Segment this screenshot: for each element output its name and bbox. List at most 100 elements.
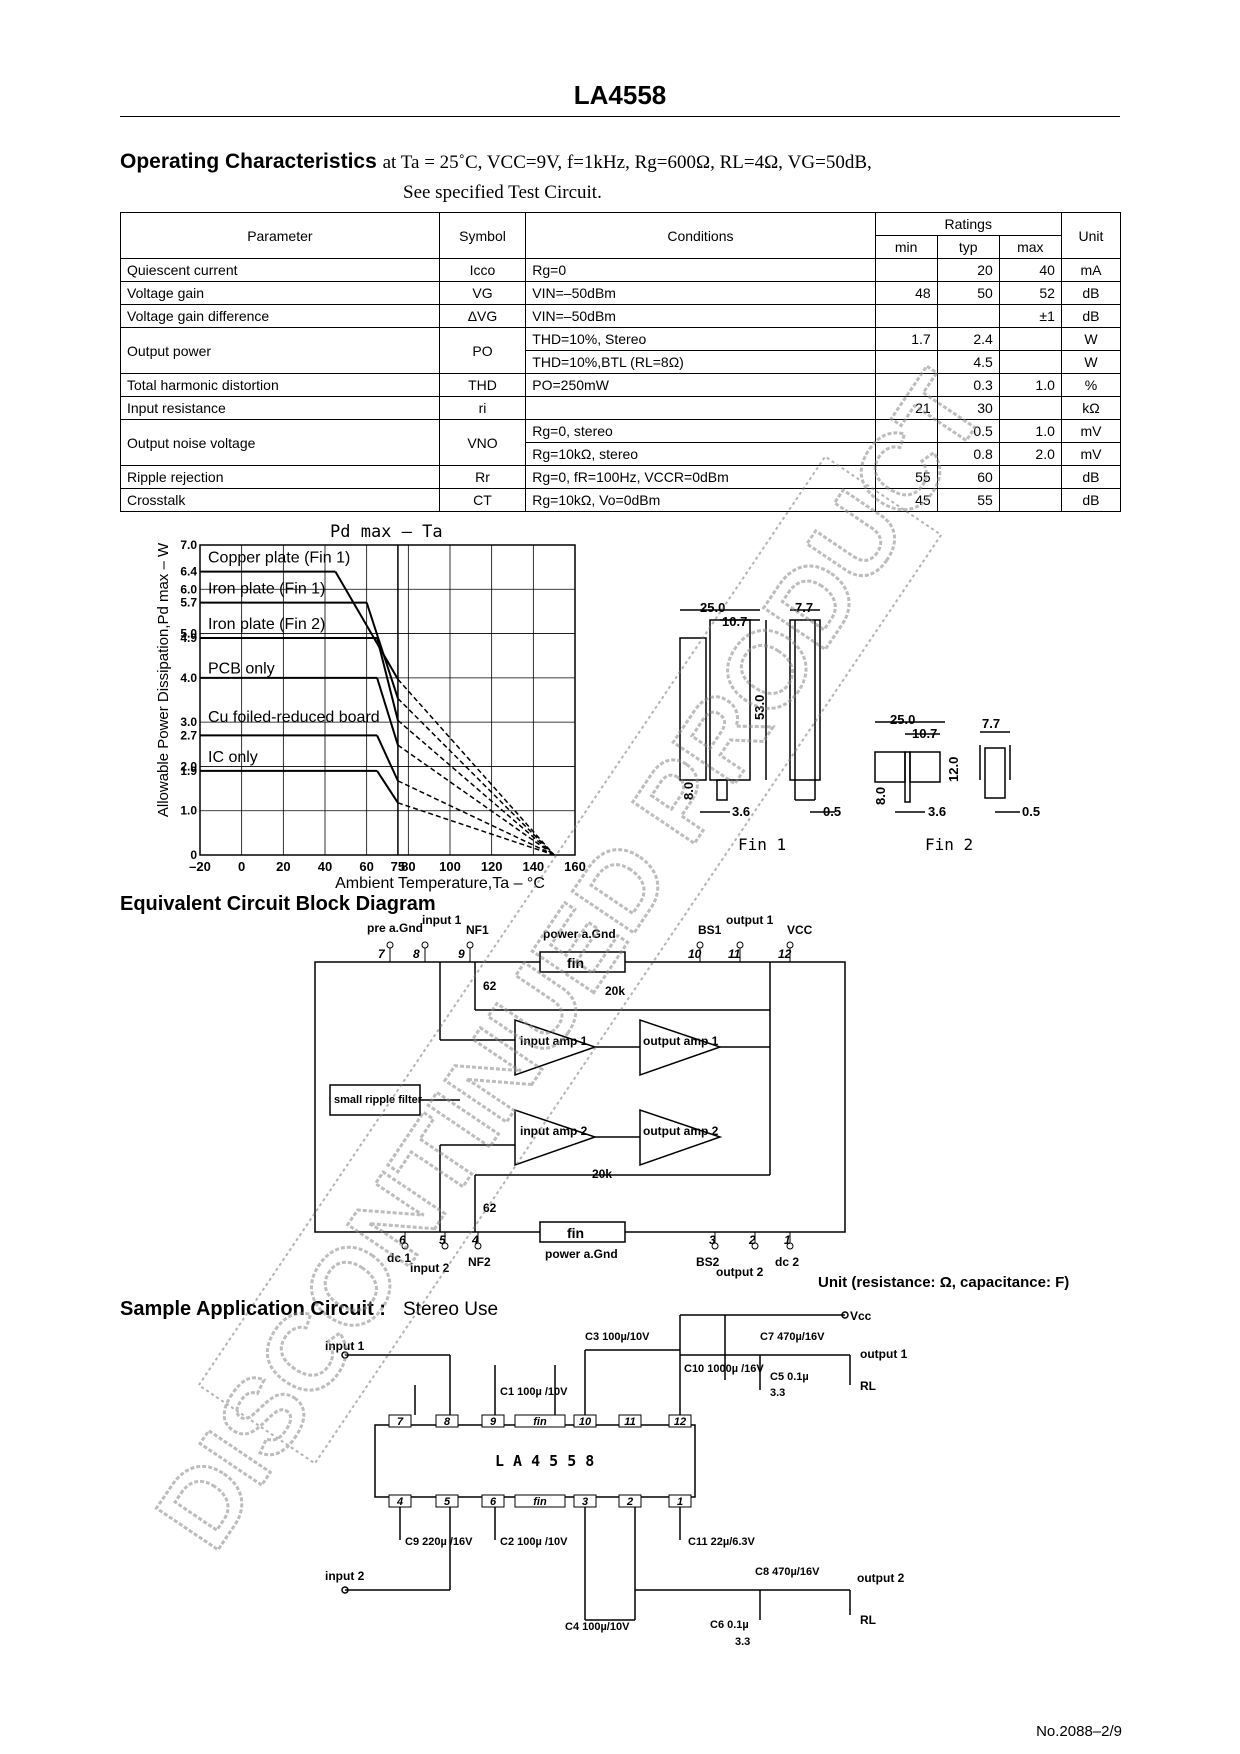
cell-cond: THD=10%,BTL (RL=8Ω) bbox=[525, 350, 876, 374]
operating-see-note: See specified Test Circuit. bbox=[403, 182, 602, 203]
fin1-label: Fin 1 bbox=[738, 835, 786, 854]
ic-pin bbox=[668, 1414, 692, 1428]
fin1-d3: 7.7 bbox=[795, 600, 813, 615]
fin1-d5: 8.0 bbox=[681, 782, 696, 800]
app-r33b: 3.3 bbox=[735, 1636, 750, 1648]
app-rl1: RL bbox=[860, 1379, 876, 1393]
app-subheading: Stereo Use bbox=[403, 1299, 498, 1320]
cell-symbol: Rr bbox=[438, 465, 527, 489]
block-bs1: BS1 bbox=[698, 923, 722, 937]
th-ratings: Ratings bbox=[874, 212, 1062, 236]
operating-table: Parameter Symbol Conditions Ratings Unit… bbox=[120, 212, 1122, 512]
y-tick-label: 1.0 bbox=[180, 804, 197, 818]
cell-param: Ripple rejection bbox=[120, 465, 440, 489]
curve-label: Iron plate (Fin 2) bbox=[208, 616, 325, 633]
fin2-d6: 3.6 bbox=[928, 804, 946, 819]
x-tick-label: 100 bbox=[439, 859, 461, 874]
ic-pin bbox=[514, 1414, 566, 1428]
pin-terminal bbox=[386, 941, 394, 949]
discontinued-watermark: DISCONTINUED PRODUCT bbox=[131, 350, 1009, 1570]
cell-cond: Rg=10kΩ, stereo bbox=[525, 442, 876, 466]
th-max: max bbox=[998, 235, 1062, 259]
table-row: Crosstalk CT Rg=10kΩ, Vo=0dBm 45 55 dB bbox=[120, 488, 1122, 512]
ic-pin-number: 3 bbox=[582, 1496, 588, 1508]
pin-number: 1 bbox=[784, 1233, 791, 1247]
curve-label: PCB only bbox=[208, 660, 275, 677]
y-tick-label: 7.0 bbox=[180, 538, 197, 552]
cell-min bbox=[874, 258, 938, 282]
th-symbol: Symbol bbox=[438, 212, 527, 259]
y-tick-label: 4.9 bbox=[180, 631, 197, 645]
app-c8: C8 470µ/16V bbox=[755, 1566, 820, 1578]
ic-pin-number: 1 bbox=[677, 1496, 683, 1508]
table-row: Output noise voltage VNO Rg=0, stereo 0.… bbox=[120, 419, 1122, 466]
graph-grid bbox=[199, 544, 576, 856]
cell-min bbox=[874, 419, 938, 443]
table-row: Output power PO THD=10%, Stereo 1.7 2.4 … bbox=[120, 327, 1122, 374]
graph-xlabel: Ambient Temperature,Ta – °C bbox=[335, 875, 545, 892]
curve-derating-dashed bbox=[397, 744, 555, 856]
block-output1: output 1 bbox=[726, 913, 774, 927]
x-tick-label: 160 bbox=[564, 859, 586, 874]
fin1-d2: 10.7 bbox=[722, 614, 747, 629]
graph-ylabel: Allowable Power Dissipation,Pd max – W bbox=[155, 542, 172, 817]
app-c10: C10 1000µ /16V bbox=[684, 1363, 764, 1375]
curve-derating bbox=[376, 677, 399, 746]
cell-typ: 50 bbox=[936, 281, 1000, 305]
cell-min bbox=[874, 373, 938, 397]
app-c5: C5 0.1µ bbox=[770, 1371, 809, 1383]
cell-param: Crosstalk bbox=[120, 488, 440, 512]
ic-pin bbox=[481, 1414, 505, 1428]
cell-unit: dB bbox=[1060, 304, 1122, 328]
app-c6: C6 0.1µ bbox=[710, 1619, 749, 1631]
fin2-d4: 12.0 bbox=[946, 757, 961, 782]
cell-max bbox=[998, 350, 1062, 374]
curve-derating-dashed bbox=[397, 719, 555, 856]
cell-cond: Rg=0, stereo bbox=[525, 419, 876, 443]
ic-pin bbox=[435, 1494, 459, 1508]
curve-derating-dashed bbox=[397, 697, 555, 856]
pin-number: 6 bbox=[399, 1233, 406, 1247]
cell-cond: Rg=10kΩ, Vo=0dBm bbox=[525, 488, 876, 512]
ic-pin-number: fin bbox=[533, 1496, 547, 1508]
ic-pin bbox=[618, 1494, 642, 1508]
ic-pin bbox=[573, 1494, 597, 1508]
cell-unit: dB bbox=[1060, 488, 1122, 512]
cell-typ: 4.5 bbox=[936, 350, 1000, 374]
ic-pin-number: 12 bbox=[674, 1416, 686, 1428]
ic-pin-number: 11 bbox=[624, 1416, 635, 1428]
y-tick-label: 5.0 bbox=[180, 627, 197, 641]
app-c3: C3 100µ/10V bbox=[585, 1331, 650, 1343]
curve-label: IC only bbox=[208, 749, 258, 766]
cell-param: Output power bbox=[120, 327, 440, 374]
x-tick-label: 40 bbox=[318, 859, 332, 874]
ic-pin bbox=[388, 1494, 412, 1508]
table-row: Voltage gain difference ΔVG VIN=–50dBm ±… bbox=[120, 304, 1122, 328]
graph-curves: Copper plate (Fin 1)Iron plate (Fin 1)Ir… bbox=[200, 550, 555, 856]
cell-max: 40 bbox=[998, 258, 1062, 282]
fin2-d7: 0.5 bbox=[1022, 804, 1040, 819]
app-input1: input 1 bbox=[325, 1339, 365, 1353]
cell-min: 45 bbox=[874, 488, 938, 512]
block-output2: output 2 bbox=[716, 1265, 764, 1279]
cell-unit: kΩ bbox=[1060, 396, 1122, 420]
pin-terminal bbox=[421, 941, 429, 949]
cell-typ: 20 bbox=[936, 258, 1000, 282]
fin2-label: Fin 2 bbox=[925, 835, 973, 854]
ic-pin bbox=[388, 1414, 412, 1428]
block-unit-note: Unit (resistance: Ω, capacitance: F) bbox=[818, 1274, 1069, 1291]
app-c1: C1 100µ /10V bbox=[500, 1386, 568, 1398]
cell-unit: dB bbox=[1060, 465, 1122, 489]
ic-pin-number: 6 bbox=[490, 1496, 497, 1508]
cell-typ: 2.4 bbox=[936, 327, 1000, 351]
fin1-d4: 53.0 bbox=[752, 695, 767, 720]
ic-pin-number: fin bbox=[533, 1416, 547, 1428]
cell-unit: dB bbox=[1060, 281, 1122, 305]
cell-min: 48 bbox=[874, 281, 938, 305]
cell-unit: W bbox=[1060, 327, 1122, 351]
pin-number: 10 bbox=[688, 947, 702, 961]
curve-derating-dashed bbox=[397, 678, 555, 856]
cell-unit: mV bbox=[1060, 442, 1122, 466]
block-fin-top: fin bbox=[567, 955, 584, 971]
